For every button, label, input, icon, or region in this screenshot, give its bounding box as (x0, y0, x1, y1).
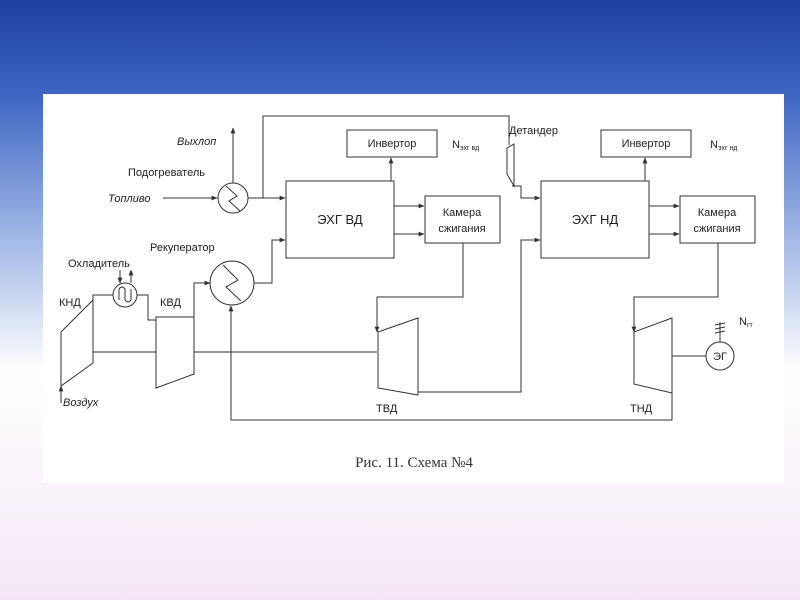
inverter-hp-label: Инвертор (368, 138, 417, 150)
scheme-diagram: Инвертор Инвертор ЭХГ ВД ЭХГ НД Камера с… (58, 115, 756, 471)
slide-panel: Инвертор Инвертор ЭХГ ВД ЭХГ НД Камера с… (43, 94, 784, 483)
cooler-exchanger (112, 282, 138, 308)
hpc-label: КВД (160, 297, 182, 309)
comb-lp-label-2: сжигания (693, 223, 740, 235)
comb-hp-label-2: сжигания (438, 223, 485, 235)
lpt-label: ТНД (630, 403, 653, 415)
connections (58, 115, 719, 421)
hpt-label: ТВД (376, 403, 398, 415)
recuperator-label: Рекуператор (150, 242, 215, 254)
comb-lp-label-1: Камера (698, 207, 737, 219)
hpt-turbine (377, 317, 419, 396)
comb-hp-label-1: Камера (443, 207, 482, 219)
lpc-label: КНД (59, 297, 81, 309)
lpt-turbine (633, 317, 673, 394)
inverter-hp-block (346, 129, 438, 158)
ground-symbol (714, 322, 726, 342)
detander-turbine (506, 143, 515, 188)
fc-lp-label: ЭХГ НД (572, 212, 619, 227)
cooler-label: Охладитель (68, 258, 130, 270)
hpc-compressor (155, 316, 195, 389)
detander-label: Детандер (509, 125, 558, 137)
inverter-lp-label: Инвертор (622, 138, 671, 150)
fc-hp-block (285, 180, 395, 259)
n-hp-label: Nэхг вд (452, 139, 479, 152)
fc-hp-label: ЭХГ ВД (317, 212, 363, 227)
figure-caption: Рис. 11. Схема №4 (355, 455, 473, 471)
heater-label: Подогреватель (128, 167, 205, 179)
fc-lp-block (540, 180, 650, 259)
heater-exchanger (217, 182, 249, 214)
n-lp-label: Nэхг нд (710, 139, 737, 152)
inverter-lp-block (600, 129, 692, 158)
n-gt-label: Nгт (739, 316, 754, 329)
comb-hp-block (424, 195, 501, 244)
exhaust-label: Выхлоп (177, 136, 216, 148)
air-label: Воздух (63, 397, 99, 409)
lpc-compressor (60, 298, 94, 387)
comb-lp-block (679, 195, 756, 244)
fuel-label: Топливо (108, 193, 150, 205)
recuperator-exchanger (209, 260, 255, 306)
generator-label: ЭГ (713, 351, 727, 363)
